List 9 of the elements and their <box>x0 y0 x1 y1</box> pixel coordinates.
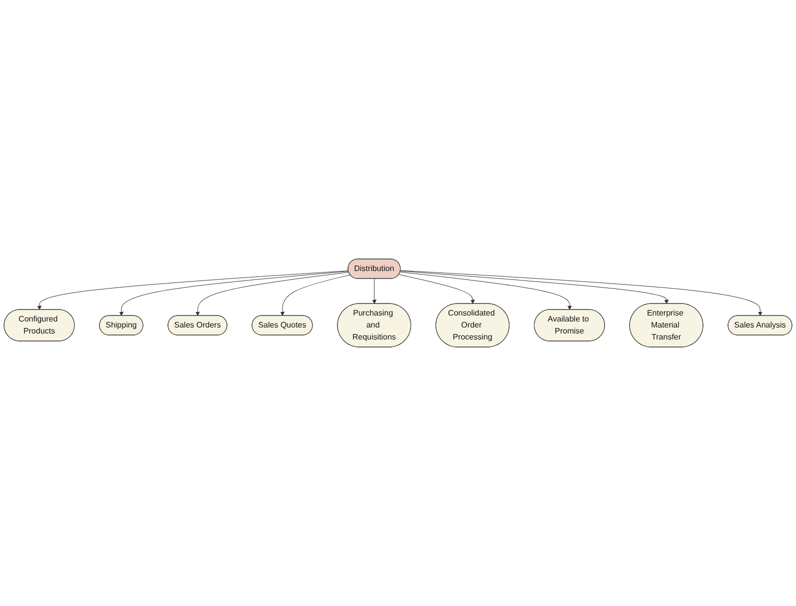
arrow <box>372 278 377 304</box>
arrow <box>37 270 349 310</box>
arrow <box>398 274 475 304</box>
arrow <box>400 270 669 304</box>
arrow <box>400 272 572 310</box>
arrow <box>400 270 762 316</box>
arrow <box>196 272 349 316</box>
arrow <box>280 274 350 316</box>
arrow <box>119 271 349 316</box>
